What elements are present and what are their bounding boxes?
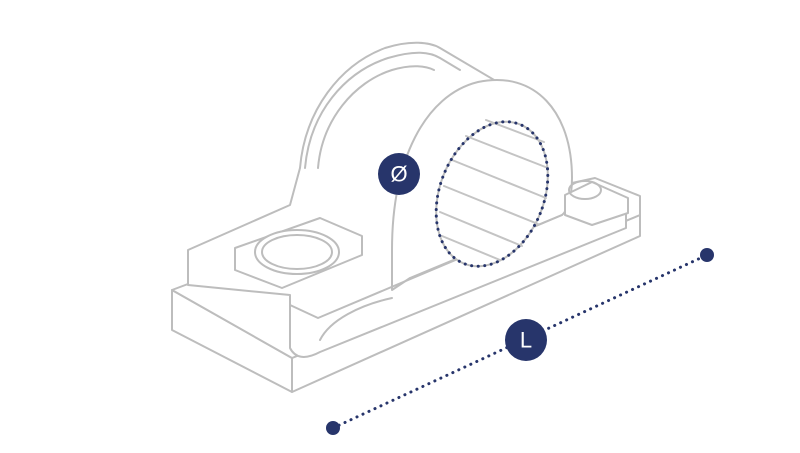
clamp-arch-back-inner <box>317 65 435 169</box>
length-badge-circle <box>505 319 547 361</box>
right-bolt-hole <box>568 180 602 200</box>
length-end-dot-right <box>700 248 714 262</box>
length-end-dot-left <box>326 421 340 435</box>
left-bolt-hole-inner <box>261 234 333 270</box>
bore-rib <box>439 211 523 247</box>
length-badge: L <box>505 319 547 361</box>
diameter-label: Ø <box>390 162 407 187</box>
length-label: L <box>520 328 532 353</box>
clamp-inner-arch-curve <box>319 297 393 341</box>
bore-rib <box>441 235 501 261</box>
bore-rib <box>451 159 547 199</box>
bore <box>434 119 550 268</box>
diameter-badge-circle <box>378 153 420 195</box>
bore-diameter-outline <box>434 120 550 268</box>
bore-rib <box>443 185 539 225</box>
clamp-arch-back <box>304 51 461 169</box>
bore-rib <box>465 135 549 169</box>
diameter-badge: Ø <box>378 153 420 195</box>
left-bolt-hole <box>254 229 340 275</box>
